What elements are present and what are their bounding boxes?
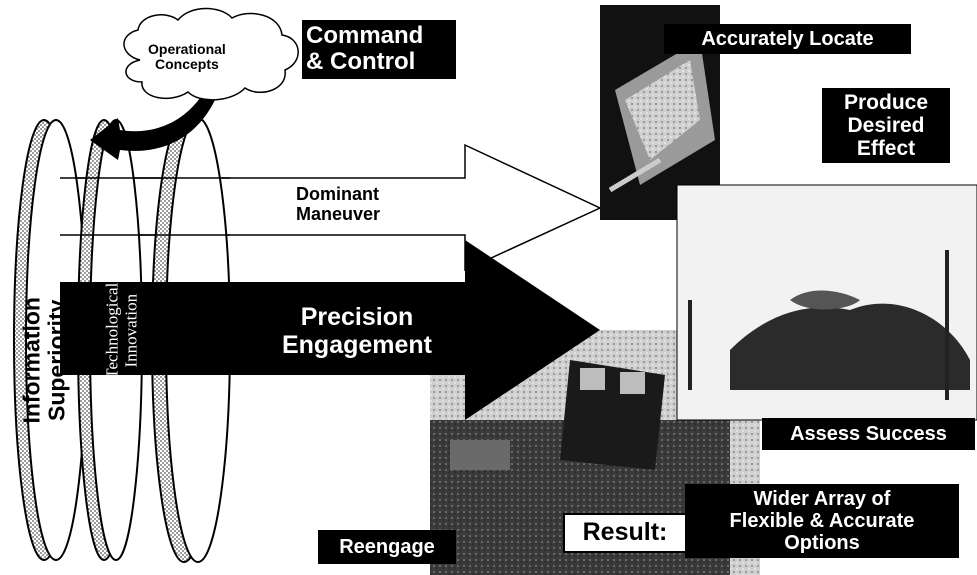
cloud-label-line2: Concepts bbox=[155, 56, 219, 73]
produce-effect-line3: Effect bbox=[856, 137, 916, 161]
cloud-label: Operational Concepts bbox=[148, 41, 226, 73]
info-superiority-label: Information Superiority bbox=[18, 297, 70, 424]
result-text-line2: Flexible & Accurate bbox=[729, 510, 915, 532]
operational-concepts-cloud bbox=[123, 7, 299, 101]
accurately-locate-label: Accurately Locate bbox=[664, 24, 911, 54]
precision-engagement-line1: Precision bbox=[300, 303, 414, 331]
reengage-label: Reengage bbox=[318, 530, 456, 564]
dominant-maneuver-line1: Dominant bbox=[296, 184, 379, 204]
tech-innovation-label: Technological Innovation bbox=[102, 256, 140, 406]
result-text-line1: Wider Array of bbox=[753, 488, 891, 510]
result-text-line3: Options bbox=[784, 532, 860, 554]
precision-engagement-line2: Engagement bbox=[281, 330, 433, 359]
command-control-line2: & Control bbox=[306, 48, 416, 76]
produce-effect-line1: Produce bbox=[843, 91, 929, 114]
produce-effect-line2: Desired bbox=[847, 114, 925, 138]
assess-success-label: Assess Success bbox=[762, 418, 975, 450]
result-label: Result: bbox=[563, 513, 687, 553]
precision-band-front bbox=[60, 282, 230, 375]
concept-arrow bbox=[90, 98, 215, 160]
result-text: Wider Array of Flexible & Accurate Optio… bbox=[685, 484, 959, 558]
produce-effect-label: Produce Desired Effect bbox=[822, 88, 950, 164]
command-control-label: Command & Control bbox=[302, 20, 456, 79]
dominant-maneuver-line2: Maneuver bbox=[296, 203, 381, 224]
tech-innovation-line1: Technological bbox=[102, 282, 122, 379]
cloud-label-line1: Operational bbox=[148, 41, 226, 57]
effect-photo bbox=[676, 184, 977, 421]
tech-innovation-line2: Innovation bbox=[121, 293, 140, 368]
dominant-maneuver-label: Dominant Maneuver bbox=[296, 184, 381, 225]
command-control-line1: Command bbox=[306, 22, 424, 49]
precision-engagement-label: Precision Engagement bbox=[262, 303, 452, 359]
